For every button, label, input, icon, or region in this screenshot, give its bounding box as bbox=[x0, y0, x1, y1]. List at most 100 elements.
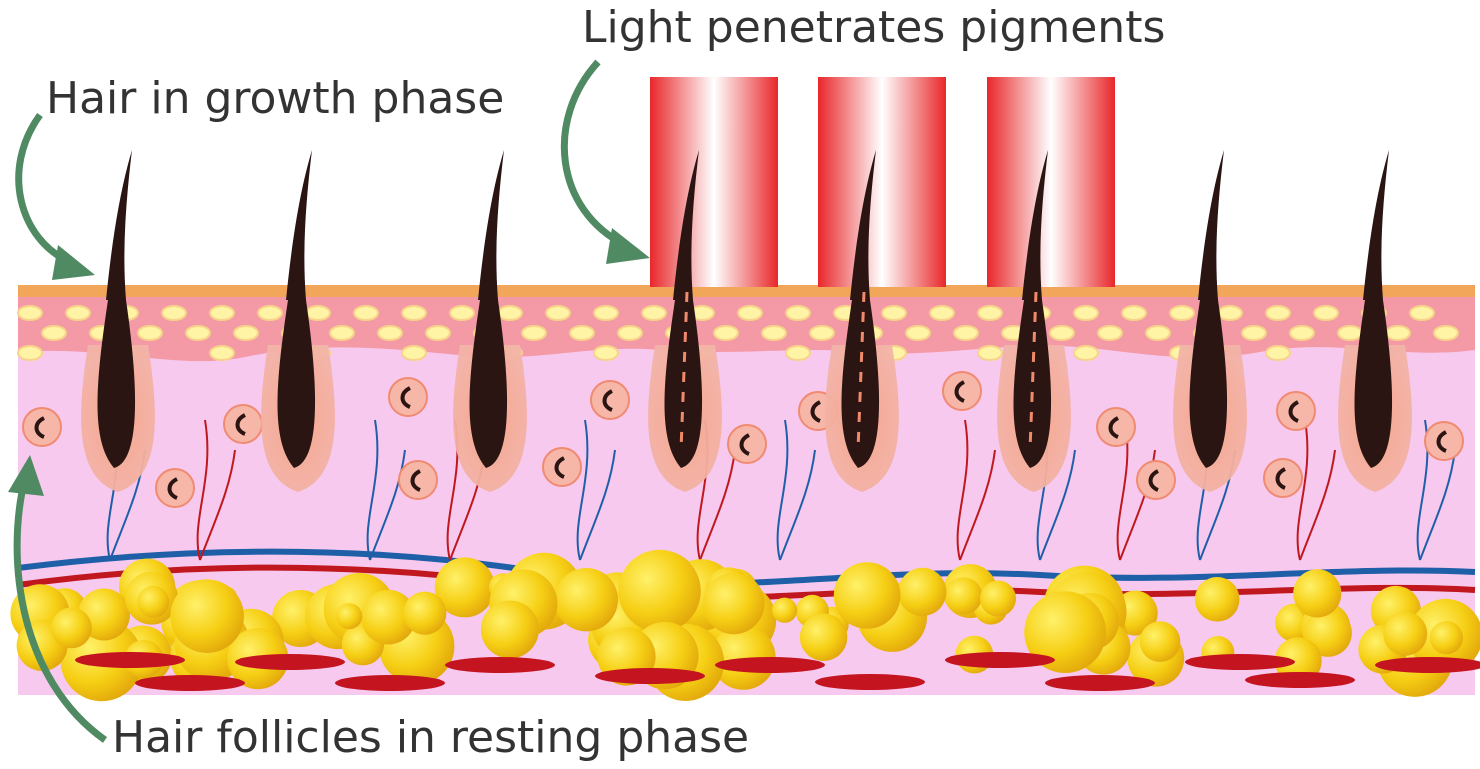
light-beam-icon bbox=[650, 77, 778, 287]
epidermis-cell bbox=[209, 305, 235, 321]
hair-strand-icon bbox=[81, 150, 155, 492]
resting-hair-core bbox=[410, 469, 422, 492]
epidermis-cell bbox=[425, 325, 451, 341]
epidermis-cell bbox=[1409, 305, 1435, 321]
fat-cell-icon bbox=[711, 625, 776, 690]
epidermis-cell bbox=[785, 305, 811, 321]
epidermis-cell bbox=[1217, 305, 1243, 321]
epidermis-cell bbox=[1097, 325, 1123, 341]
fat-cell-icon bbox=[1194, 577, 1240, 622]
round-cell-icon bbox=[1136, 460, 1176, 500]
epidermis-cell bbox=[1313, 305, 1339, 321]
blood-pools bbox=[75, 652, 1480, 691]
hair-root bbox=[1189, 300, 1228, 468]
fat-cell-icon bbox=[1293, 569, 1342, 618]
blood-pool bbox=[1245, 672, 1355, 688]
hair-shaft bbox=[478, 150, 504, 300]
capillary bbox=[369, 449, 406, 561]
epidermis-cell bbox=[497, 305, 523, 321]
blood-pool bbox=[1045, 675, 1155, 691]
epidermis-cell bbox=[1385, 325, 1411, 341]
capillary bbox=[1296, 419, 1309, 561]
label-growth-phase: Hair in growth phase bbox=[46, 73, 504, 124]
epidermis-cell bbox=[617, 325, 643, 341]
fat-cell-icon bbox=[554, 568, 618, 632]
fat-cell-icon bbox=[980, 580, 1016, 617]
capillary bbox=[956, 419, 969, 561]
curved-arrow-icon bbox=[15, 112, 72, 266]
fat-cell-icon bbox=[480, 600, 539, 659]
resting-follicle-body bbox=[590, 380, 630, 420]
fat-cell-icon bbox=[336, 603, 363, 630]
epidermis-cell bbox=[17, 305, 43, 321]
blood-pool bbox=[595, 668, 705, 684]
fat-cell-icon bbox=[833, 562, 901, 629]
epidermis-cell bbox=[1265, 345, 1291, 361]
epidermis-cell bbox=[1145, 325, 1171, 341]
fat-cell-icon bbox=[898, 567, 947, 617]
vein-vessel bbox=[17, 548, 1476, 588]
hair-root bbox=[841, 300, 880, 468]
epidermis-cell bbox=[1073, 345, 1099, 361]
epidermis-cell bbox=[593, 345, 619, 361]
fat-cell-icon bbox=[799, 613, 848, 661]
epidermis-cell bbox=[449, 305, 475, 321]
epidermis-cell bbox=[1337, 325, 1363, 341]
epidermis-cell bbox=[233, 325, 259, 341]
blood-pool bbox=[1185, 654, 1295, 670]
capillary bbox=[1299, 449, 1336, 561]
resting-follicle-body bbox=[223, 404, 263, 444]
resting-hair-core bbox=[34, 416, 46, 439]
resting-follicle-body bbox=[1096, 407, 1136, 447]
epidermis-cell bbox=[881, 305, 907, 321]
round-cell-icon bbox=[1276, 391, 1316, 431]
epidermis-cell bbox=[401, 345, 427, 361]
resting-hair-core bbox=[1148, 469, 1160, 492]
round-cell-icon bbox=[727, 424, 767, 464]
arrow-head-icon bbox=[52, 245, 95, 280]
epidermis-cell bbox=[713, 325, 739, 341]
hair-root bbox=[1354, 300, 1393, 468]
pigment-heat-mark bbox=[1028, 291, 1038, 451]
epidermis-cell bbox=[905, 325, 931, 341]
epidermis-cell bbox=[953, 325, 979, 341]
arrow-head-icon bbox=[606, 228, 650, 264]
blood-pool bbox=[945, 652, 1055, 668]
epidermis-cell bbox=[545, 305, 571, 321]
label-light-penetrates: Light penetrates pigments bbox=[582, 2, 1165, 53]
epidermis-cell bbox=[161, 305, 187, 321]
resting-hair-core bbox=[400, 386, 412, 409]
epidermis-cell bbox=[1241, 325, 1267, 341]
epidermis-cell bbox=[761, 325, 787, 341]
fat-cell-icon bbox=[1024, 591, 1107, 673]
fat-cell-icon bbox=[1304, 609, 1352, 657]
hair-shaft bbox=[673, 150, 699, 300]
fat-cell-icon bbox=[702, 572, 765, 635]
resting-follicle-body bbox=[1424, 421, 1464, 461]
resting-follicle-body bbox=[942, 371, 982, 411]
round-cell-icon bbox=[398, 460, 438, 500]
epidermis-cell bbox=[305, 305, 331, 321]
epidermis-cell bbox=[809, 325, 835, 341]
hair-strand-icon bbox=[1338, 150, 1412, 492]
epidermis-cell bbox=[593, 305, 619, 321]
round-cell-icon bbox=[590, 380, 630, 420]
resting-hair-core bbox=[235, 413, 247, 436]
blood-pool bbox=[815, 674, 925, 690]
resting-follicle-body bbox=[388, 377, 428, 417]
epidermis-cell bbox=[1121, 305, 1147, 321]
blood-pool bbox=[75, 652, 185, 668]
round-cell-icon bbox=[388, 377, 428, 417]
resting-hair-core bbox=[954, 380, 966, 403]
hair-shaft bbox=[850, 150, 876, 300]
epidermis-cell bbox=[257, 305, 283, 321]
skin-surface bbox=[18, 285, 1475, 297]
round-cell-icon bbox=[542, 447, 582, 487]
curved-arrow-icon bbox=[560, 59, 627, 249]
capillary bbox=[699, 449, 736, 561]
hair-strand-icon bbox=[453, 150, 527, 492]
fat-cell-icon bbox=[361, 589, 416, 645]
capillary bbox=[959, 449, 996, 561]
fat-cell-icon bbox=[1139, 621, 1181, 662]
annotation-arrows bbox=[8, 59, 650, 743]
